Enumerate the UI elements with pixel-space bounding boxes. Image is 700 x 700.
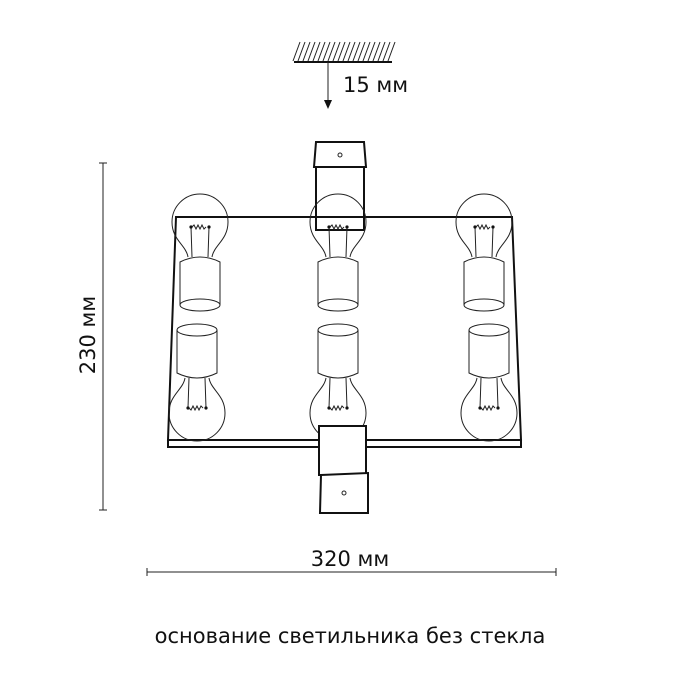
bulb-upper: [455, 193, 513, 312]
bulb-upper: [309, 193, 367, 312]
hatch-line: [387, 41, 396, 62]
ceiling-offset-label: 15 мм: [343, 73, 408, 97]
hatch-line: [312, 41, 321, 62]
width-label: 320 мм: [311, 547, 389, 571]
hatch-line: [352, 41, 361, 62]
hatch-line: [322, 41, 331, 62]
hatch-line: [367, 41, 376, 62]
hatch-line: [332, 41, 341, 62]
bulb-lower: [309, 323, 367, 442]
hatch-line: [382, 41, 391, 62]
hatch-line: [357, 41, 366, 62]
width-dimension: [146, 568, 557, 576]
bottom-bracket: [318, 425, 369, 514]
hatch-line: [347, 41, 356, 62]
bulb-upper: [171, 193, 229, 312]
bulb-lower: [168, 323, 226, 442]
hatch-line: [307, 41, 316, 62]
hatch-line: [372, 41, 381, 62]
bulb-lower: [460, 323, 518, 442]
hatch-line: [302, 41, 311, 62]
hatch-line: [342, 41, 351, 62]
hatch-line: [317, 41, 326, 62]
height-label: 230 мм: [76, 296, 100, 374]
hatch-line: [297, 41, 306, 62]
top-bracket: [312, 141, 368, 231]
bulbs: [168, 193, 518, 442]
hatch-line: [362, 41, 371, 62]
hatch-line: [337, 41, 346, 62]
ceiling-offset-arrow: [324, 62, 332, 109]
ceiling-hatch: [292, 41, 396, 63]
hatch-line: [292, 41, 301, 62]
height-dimension: [99, 162, 107, 511]
hatch-line: [377, 41, 386, 62]
caption: основание светильника без стекла: [155, 624, 546, 648]
hatch-line: [327, 41, 336, 62]
